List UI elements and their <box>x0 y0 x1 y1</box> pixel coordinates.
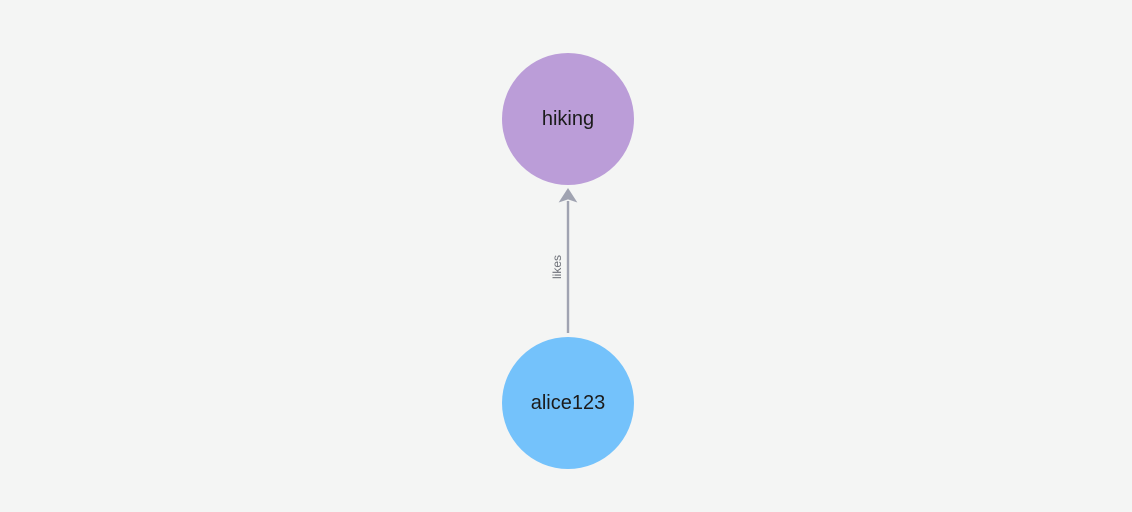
graph-edge-label-likes: likes <box>550 255 564 280</box>
graph-node-hiking-label: hiking <box>541 108 595 130</box>
graph-node-alice123-label: alice123 <box>530 392 606 414</box>
graph-node-hiking[interactable]: hiking <box>502 53 634 185</box>
graph-node-alice123[interactable]: alice123 <box>502 337 634 469</box>
